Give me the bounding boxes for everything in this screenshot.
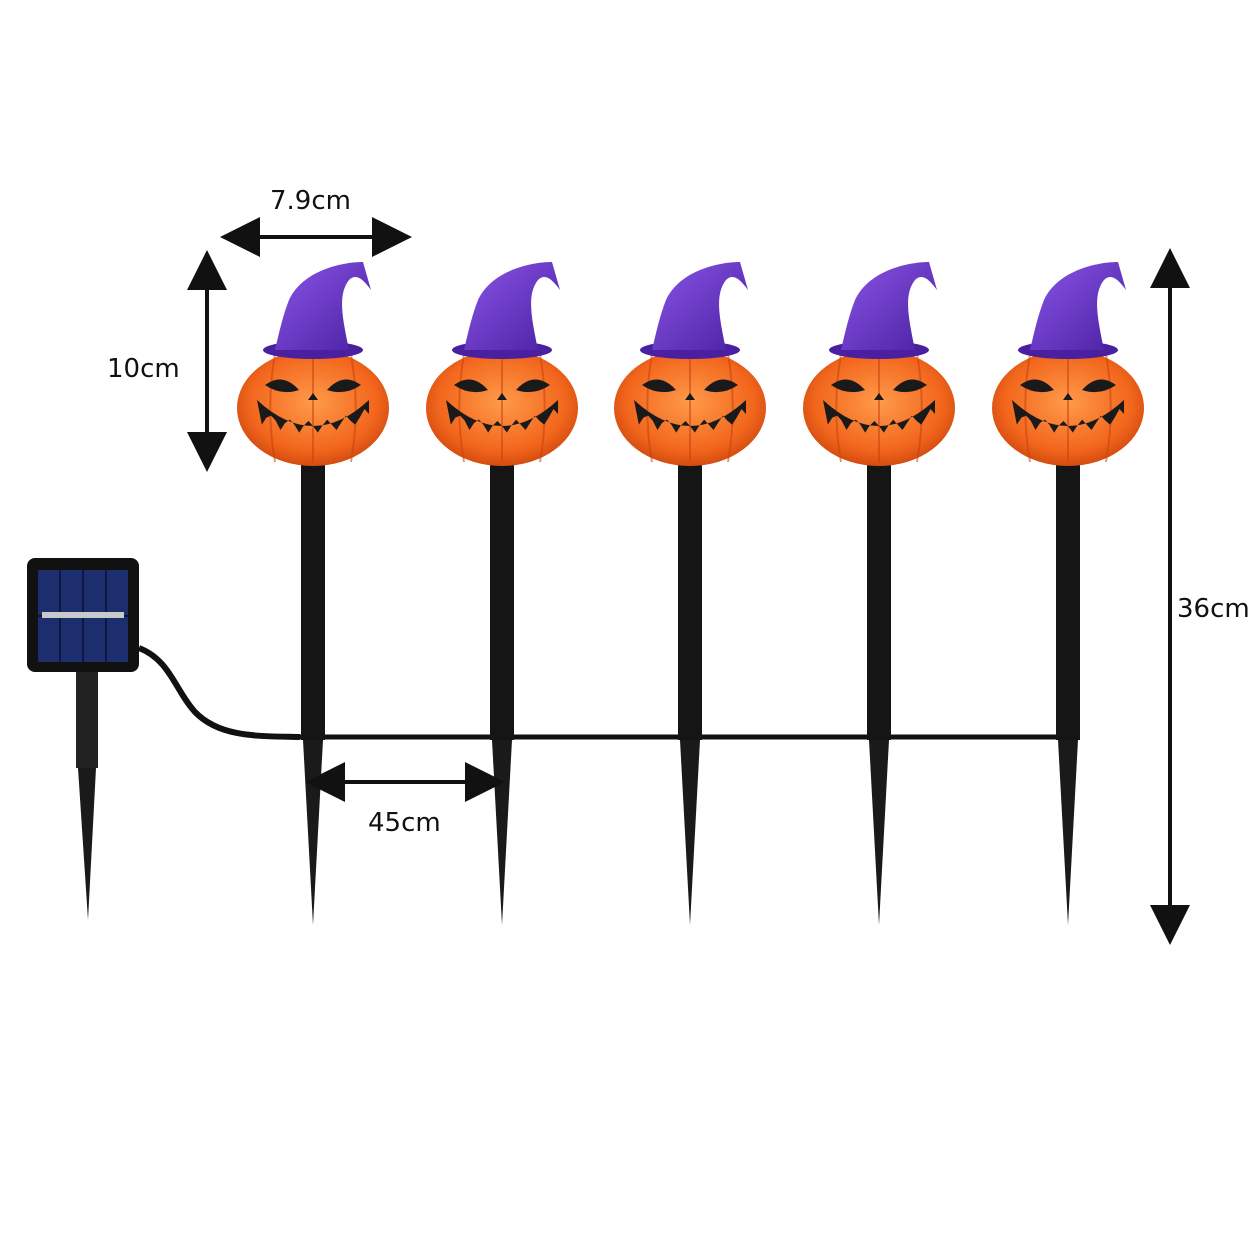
witch-hat-cone: [841, 262, 937, 350]
pumpkin-left-eye: [1020, 379, 1054, 393]
pumpkin-lights-group: [237, 262, 1144, 925]
pumpkin-right-eye: [704, 379, 738, 393]
witch-hat-cone: [1030, 262, 1126, 350]
pumpkin-right-eye: [1082, 379, 1116, 393]
pumpkin-rib: [916, 353, 923, 463]
witch-hat-cone: [652, 262, 748, 350]
pumpkin-rib: [458, 353, 465, 463]
pumpkin-stake-light-icon: [614, 262, 766, 925]
solar-panel-cable: [137, 645, 301, 740]
pumpkin-nose: [685, 393, 695, 400]
pumpkin-stake-post: [1056, 458, 1080, 740]
head-width-label: 7.9cm: [270, 186, 351, 216]
witch-hat-cone: [275, 262, 371, 350]
pumpkin-stake-spike: [869, 740, 889, 925]
solar-panel-post: [76, 672, 98, 768]
pumpkin-stake-spike: [303, 740, 323, 925]
pumpkin-rib: [1105, 353, 1112, 463]
pumpkin-stake-light-icon: [237, 262, 389, 925]
solar-panel-stake-icon: [27, 558, 301, 920]
pumpkin-right-eye: [893, 379, 927, 393]
pumpkin-rib: [727, 353, 734, 463]
pumpkin-rib: [350, 353, 357, 463]
pumpkin-stake-post: [678, 458, 702, 740]
pumpkin-nose: [308, 393, 318, 400]
pumpkin-rib: [646, 353, 653, 463]
pumpkin-stake-spike: [492, 740, 512, 925]
pumpkin-stake-spike: [1058, 740, 1078, 925]
solar-panel-spike: [78, 768, 96, 920]
pumpkin-rib: [269, 353, 276, 463]
pumpkin-stake-spike: [680, 740, 700, 925]
witch-hat-cone: [464, 262, 560, 350]
pumpkin-rib: [1024, 353, 1031, 463]
pumpkin-stake-light-icon: [992, 262, 1144, 925]
total-height-label: 36cm: [1177, 594, 1250, 624]
pumpkin-left-eye: [831, 379, 865, 393]
pumpkin-rib: [835, 353, 842, 463]
pumpkin-right-eye: [516, 379, 550, 393]
head-height-label: 10cm: [107, 354, 180, 384]
pumpkin-left-eye: [642, 379, 676, 393]
pumpkin-left-eye: [454, 379, 488, 393]
pumpkin-rib: [539, 353, 546, 463]
pumpkin-stake-post: [490, 458, 514, 740]
pumpkin-stake-post: [301, 458, 325, 740]
solar-panel-bus-bar: [42, 612, 124, 618]
pumpkin-left-eye: [265, 379, 299, 393]
pumpkin-nose: [1063, 393, 1073, 400]
pumpkin-stake-post: [867, 458, 891, 740]
pumpkin-nose: [874, 393, 884, 400]
pumpkin-stake-light-icon: [803, 262, 955, 925]
pumpkin-nose: [497, 393, 507, 400]
spacing-label: 45cm: [368, 808, 441, 838]
pumpkin-stake-light-icon: [426, 262, 578, 925]
pumpkin-right-eye: [327, 379, 361, 393]
